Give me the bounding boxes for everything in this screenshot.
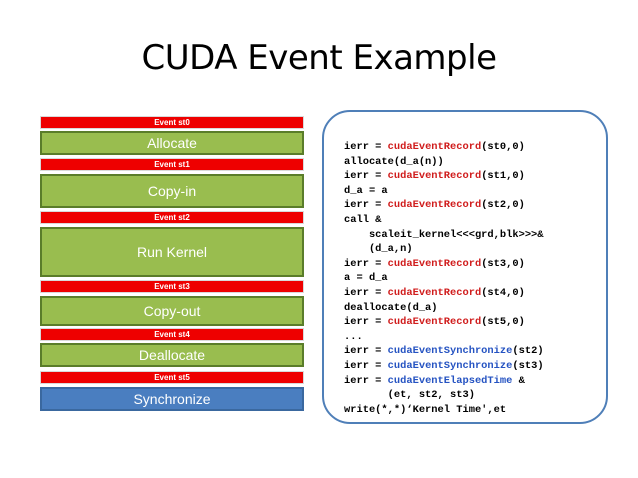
code-line: ierr = cudaEventRecord(st5,0) (344, 315, 544, 330)
code-text: (st2) (512, 345, 544, 358)
code-function-name: cudaEventRecord (387, 199, 482, 212)
code-text: d_a = a (344, 184, 388, 197)
code-text: ierr = (344, 170, 388, 183)
event-st0-bar: Event st0 (40, 116, 304, 129)
code-text: allocate(d_a(n)) (344, 155, 444, 168)
code-function-name: cudaEventRecord (387, 170, 482, 183)
slide-title: CUDA Event Example (141, 38, 498, 78)
event-st3-bar: Event st3 (40, 280, 304, 293)
code-text: ierr = (344, 141, 388, 153)
code-panel (322, 110, 608, 424)
code-text: (st0,0) (481, 141, 525, 153)
code-text: ierr = (344, 257, 388, 270)
code-line: (d_a,n) (344, 242, 544, 257)
code-text: (st1,0) (481, 170, 525, 183)
code-text: scaleit_kernel<<<grd,blk>>>& (344, 228, 544, 241)
step-deallocate: Deallocate (40, 343, 304, 367)
code-line: a = d_a (344, 271, 544, 286)
step-copy-out: Copy-out (40, 296, 304, 326)
step-run-kernel: Run Kernel (40, 227, 304, 277)
code-text: (st2,0) (481, 199, 525, 212)
code-line: deallocate(d_a) (344, 301, 544, 316)
code-function-name: cudaEventRecord (387, 286, 482, 299)
code-text: deallocate(d_a) (344, 301, 438, 314)
code-text: (st5,0) (481, 316, 525, 329)
code-text: a = d_a (344, 272, 388, 285)
step-allocate: Allocate (40, 131, 304, 155)
code-text: (st3,0) (481, 257, 525, 270)
code-line: scaleit_kernel<<<grd,blk>>>& (344, 228, 544, 243)
code-line: write(*,*)‘Kernel Time',et (344, 403, 544, 418)
code-text: ... (344, 330, 363, 343)
event-st2-bar: Event st2 (40, 211, 304, 224)
code-text: ierr = (344, 345, 388, 358)
code-text: (et, st2, st3) (344, 389, 475, 402)
code-text: (st3) (512, 359, 544, 372)
code-line: call & (344, 213, 544, 228)
code-function-name: cudaEventRecord (387, 257, 482, 270)
code-line: ierr = cudaEventRecord(st4,0) (344, 286, 544, 301)
step-copy-in: Copy-in (40, 174, 304, 208)
code-function-name: cudaEventRecord (387, 141, 482, 153)
code-line: ierr = cudaEventSynchronize(st2) (344, 344, 544, 359)
code-function-name: cudaEventElapsedTime (387, 374, 513, 387)
code-function-name: cudaEventSynchronize (387, 345, 513, 358)
code-text: & (512, 374, 525, 387)
code-line: ierr = cudaEventRecord(st1,0) (344, 169, 544, 184)
event-st4-bar: Event st4 (40, 328, 304, 341)
code-line: d_a = a (344, 184, 544, 199)
code-function-name: cudaEventSynchronize (387, 359, 513, 372)
event-st1-bar: Event st1 (40, 158, 304, 171)
code-function-name: cudaEventRecord (387, 316, 482, 329)
code-text: call & (344, 213, 382, 226)
step-synchronize: Synchronize (40, 387, 304, 411)
code-line: ierr = cudaEventRecord(st3,0) (344, 257, 544, 272)
code-line: ierr = cudaEventElapsedTime & (344, 374, 544, 389)
code-listing: ierr = cudaEventRecord(st0,0)allocate(d_… (344, 140, 544, 417)
code-text: ierr = (344, 316, 388, 329)
code-line: ierr = cudaEventSynchronize(st3) (344, 359, 544, 374)
code-line: ierr = cudaEventRecord(st0,0) (344, 140, 544, 155)
code-text: ierr = (344, 374, 388, 387)
code-text: (st4,0) (481, 286, 525, 299)
code-line: (et, st2, st3) (344, 388, 544, 403)
code-text: ierr = (344, 199, 388, 212)
event-st5-bar: Event st5 (40, 371, 304, 384)
code-text: write(*,*)‘Kernel Time',et (344, 403, 507, 416)
code-line: allocate(d_a(n)) (344, 155, 544, 170)
code-text: ierr = (344, 359, 388, 372)
code-line: ierr = cudaEventRecord(st2,0) (344, 198, 544, 213)
code-text: (d_a,n) (344, 243, 413, 256)
code-text: ierr = (344, 286, 388, 299)
code-line: ... (344, 330, 544, 345)
